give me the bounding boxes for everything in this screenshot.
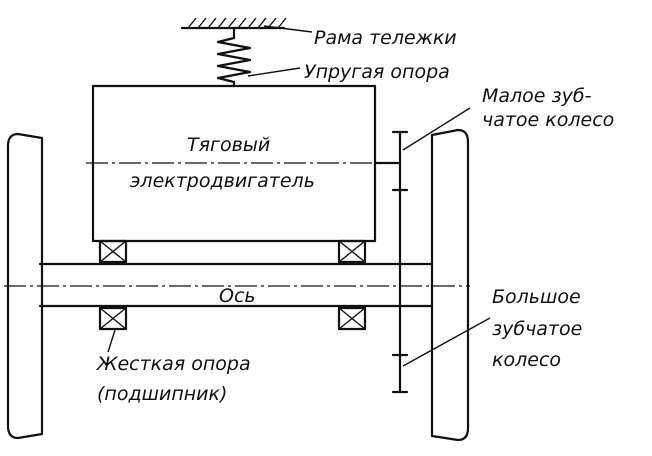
label-axle: Ось bbox=[219, 285, 256, 307]
left-wheel bbox=[6, 132, 44, 440]
bearing-top-left bbox=[98, 239, 128, 264]
bearing-bottom-right bbox=[337, 306, 367, 331]
leader-lines bbox=[107, 25, 491, 367]
spring-support bbox=[216, 26, 252, 88]
small-gear bbox=[391, 130, 409, 192]
label-spring: Упругая опора bbox=[304, 61, 450, 83]
label-motor-line1: Тяговый bbox=[187, 134, 270, 156]
label-bearing-line1: Жесткая опора bbox=[96, 353, 251, 375]
label-bearing-line2: (подшипник) bbox=[97, 383, 227, 405]
label-big-gear-line2: зубчатое bbox=[492, 318, 582, 340]
label-frame: Рама тележки bbox=[314, 27, 457, 49]
right-wheel bbox=[430, 128, 470, 442]
label-small-gear-line1: Малое зуб- bbox=[482, 85, 592, 107]
label-big-gear-line3: колесо bbox=[492, 349, 561, 371]
label-small-gear-line2: чатое колесо bbox=[482, 109, 614, 131]
label-motor-line2: электродвигатель bbox=[130, 170, 315, 192]
large-gear bbox=[391, 188, 409, 394]
bearing-bottom-left bbox=[98, 306, 128, 331]
axle bbox=[38, 262, 434, 308]
bearing-top-right bbox=[337, 239, 367, 264]
label-big-gear-line1: Большое bbox=[492, 286, 581, 308]
